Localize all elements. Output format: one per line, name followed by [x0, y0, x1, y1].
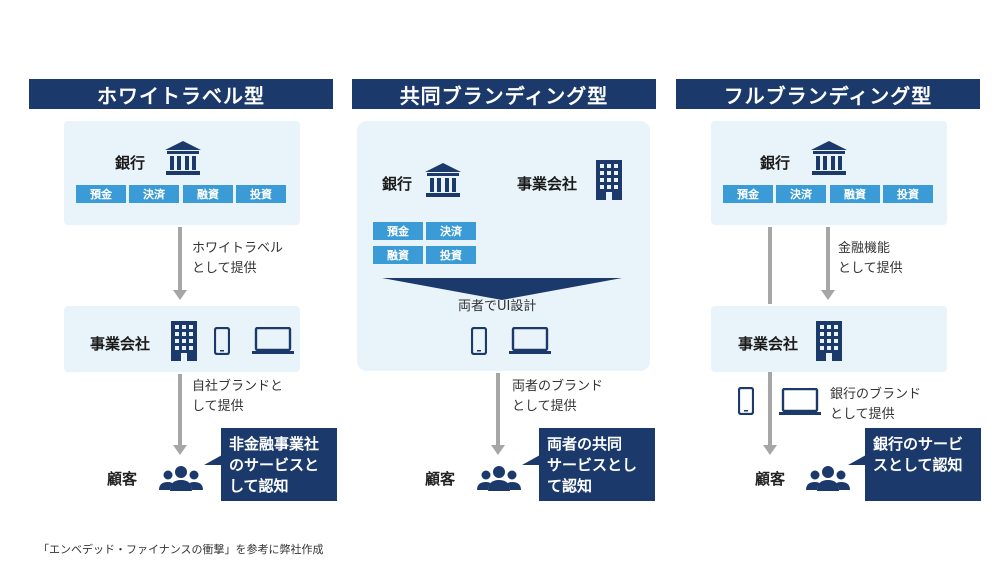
arrowhead [763, 445, 777, 455]
bank-label-3: 銀行 [760, 154, 791, 172]
note-line: として提供 [830, 407, 895, 422]
service-chip: 預金 [76, 185, 126, 203]
customer-label-1: 顧客 [107, 470, 138, 488]
customer-label-2: 顧客 [425, 470, 456, 488]
title-white-label: ホワイトラベル型 [29, 79, 333, 109]
arrowhead [491, 445, 505, 455]
callout-line: のサービスと [229, 456, 320, 474]
company-label-3: 事業会社 [738, 335, 799, 353]
arrow-bank-bypass-3 [768, 227, 772, 304]
phone-icon [214, 327, 230, 355]
note-line: 金融機能 [838, 241, 891, 256]
service-chip: 預金 [373, 222, 423, 240]
arrow-bank-to-company-1 [178, 227, 182, 291]
users-icon [806, 466, 850, 491]
note-line: ホワイトラベル [192, 241, 284, 256]
bank-icon [811, 141, 847, 175]
arrow-to-customer-2 [496, 373, 500, 446]
arrow2-note-3: 銀行のブランド として提供 [830, 385, 921, 425]
arrow1-note-3: 金融機能 として提供 [838, 239, 903, 279]
callout-2: 両者の共同 サービスとし て認知 [539, 428, 655, 501]
arrowhead [173, 290, 187, 300]
callout-tail [522, 455, 540, 465]
laptop-icon [779, 388, 821, 415]
callout-line: サービスとし [547, 456, 638, 474]
bank-icon [165, 141, 201, 175]
building-icon [816, 321, 842, 361]
service-chip: 融資 [830, 185, 880, 203]
service-chip: 決済 [426, 222, 476, 240]
note-line: して提供 [192, 399, 244, 414]
note-line: 両者のブランド [512, 379, 604, 394]
users-icon [159, 466, 203, 491]
arrowhead [173, 445, 187, 455]
arrowhead [821, 290, 835, 300]
callout-tail [848, 455, 866, 465]
phone-icon [471, 327, 487, 355]
phone-icon [738, 387, 754, 415]
design-label-2: 両者でUI設計 [458, 299, 537, 314]
title-co-branding: 共同ブランディング型 [352, 79, 656, 109]
title-full-branding: フルブランディング型 [676, 79, 980, 109]
callout-line: スとして認知 [873, 456, 963, 474]
service-chip: 投資 [236, 185, 286, 203]
arrow2-note-1: 自社ブランドと して提供 [192, 377, 283, 417]
merge-triangle [382, 278, 622, 300]
service-chip: 投資 [883, 185, 933, 203]
callout-line: 銀行のサービ [873, 435, 964, 453]
company-label-1: 事業会社 [90, 335, 151, 353]
callout-1: 非金融事業社 のサービスと して認知 [221, 428, 337, 501]
building-icon [596, 160, 622, 200]
service-chip: 決済 [129, 185, 179, 203]
callout-3: 銀行のサービ スとして認知 [865, 428, 981, 501]
arrow-company-to-customer-1 [178, 374, 182, 446]
service-chip: 預金 [723, 185, 773, 203]
bank-label-1: 銀行 [115, 154, 146, 172]
note-line: 銀行のブランド [830, 387, 922, 402]
arrow2-note-2: 両者のブランド として提供 [512, 377, 603, 417]
users-icon [477, 466, 521, 491]
note-line: として提供 [192, 261, 257, 276]
callout-line: 両者の共同 [547, 435, 623, 453]
service-chip: 投資 [426, 246, 476, 264]
bank-label-2: 銀行 [382, 175, 413, 193]
callout-line: て認知 [547, 477, 593, 495]
customer-label-3: 顧客 [755, 470, 786, 488]
note-line: 自社ブランドと [192, 379, 284, 394]
arrow-bank-to-customer-3 [768, 372, 772, 446]
callout-line: 非金融事業社 [229, 435, 320, 453]
note-line: として提供 [838, 261, 903, 276]
arrow1-note-1: ホワイトラベル として提供 [192, 239, 283, 279]
building-icon [171, 321, 197, 361]
source-caption: 「エンベデッド・ファイナンスの衝撃」を参考に弊社作成 [38, 543, 324, 556]
company-label-2: 事業会社 [517, 175, 578, 193]
service-chip: 融資 [373, 246, 423, 264]
laptop-icon [252, 327, 294, 354]
laptop-icon [509, 327, 551, 354]
service-chip: 決済 [776, 185, 826, 203]
service-chip: 融資 [183, 185, 233, 203]
note-line: として提供 [512, 399, 577, 414]
arrow-bank-to-company-3 [826, 227, 830, 291]
callout-line: して認知 [229, 477, 289, 495]
callout-tail [204, 455, 222, 465]
bank-icon [425, 163, 461, 197]
